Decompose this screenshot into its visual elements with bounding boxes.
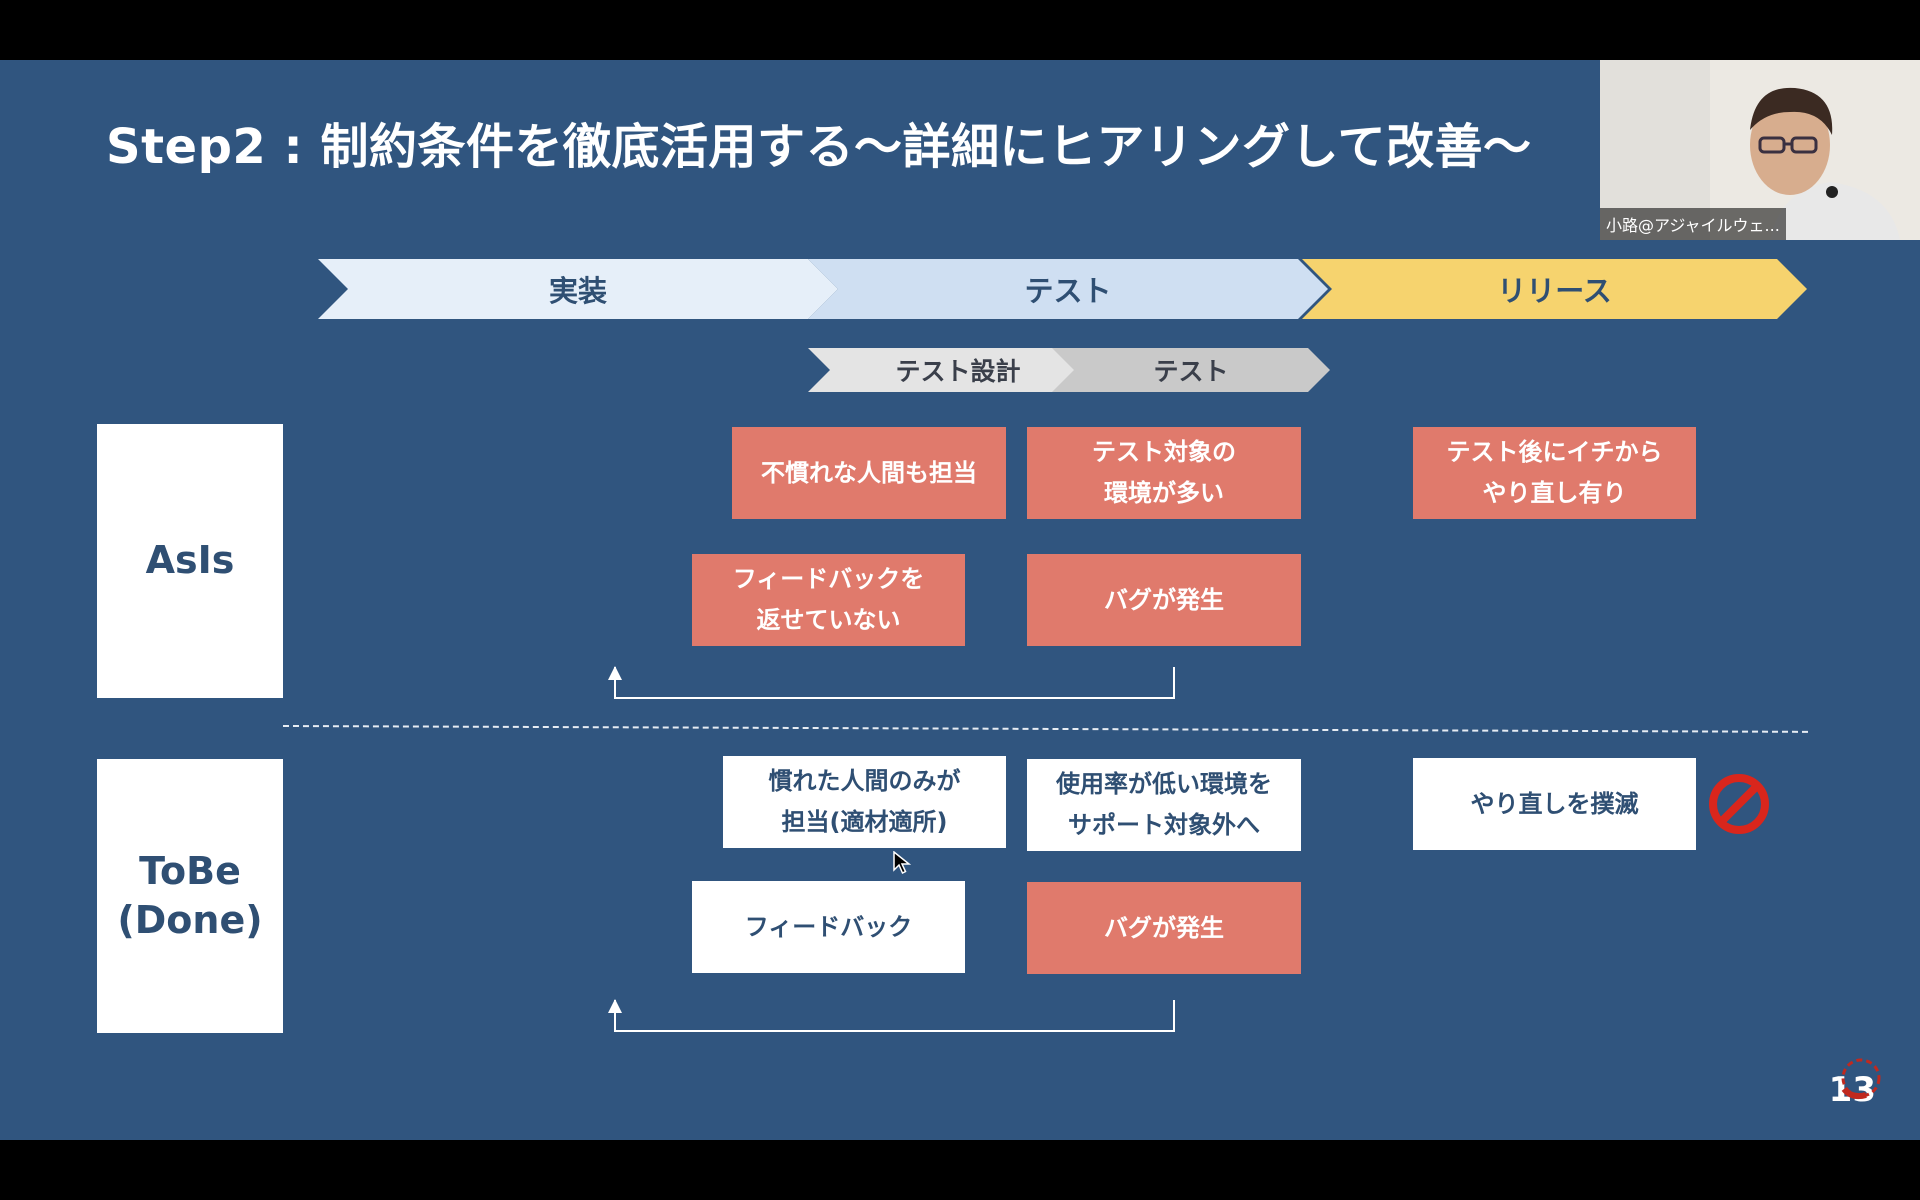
- tobe-box-eliminate-redo: やり直しを撲滅: [1413, 758, 1696, 850]
- box-text: フィードバック: [744, 912, 913, 941]
- box-text: バグが発生: [1104, 913, 1224, 942]
- box-text: テスト対象の 環境が多い: [1092, 438, 1236, 507]
- phase-test: テスト: [808, 259, 1328, 319]
- tobe-box-drop-low-usage-env: 使用率が低い環境を サポート対象外へ: [1027, 759, 1301, 851]
- phase-release: リリース: [1302, 259, 1807, 319]
- box-text: 慣れた人間のみが 担当(適材適所): [768, 767, 961, 836]
- slide-title: Step2 : 制約条件を徹底活用する〜詳細にヒアリングして改善〜: [106, 119, 1532, 175]
- subphase-label: テスト設計: [895, 357, 1021, 386]
- box-text: やり直しを撲滅: [1470, 789, 1639, 818]
- tobe-box-bug-occurs: バグが発生: [1027, 882, 1301, 974]
- box-text: テスト後にイチから やり直し有り: [1446, 438, 1663, 507]
- asis-box-redo-from-scratch: テスト後にイチから やり直し有り: [1413, 427, 1696, 519]
- asis-box-no-feedback: フィードバックを 返せていない: [692, 554, 965, 646]
- phase-label: 実装: [548, 274, 607, 308]
- subphase-label: テスト: [1153, 357, 1229, 386]
- box-text: バグが発生: [1104, 585, 1224, 614]
- box-text: 不慣れな人間も担当: [761, 458, 977, 487]
- phase-label: リリース: [1497, 274, 1612, 308]
- prohibited-icon: [1709, 774, 1769, 834]
- phase-implementation: 実装: [318, 259, 838, 319]
- tobe-feedback-arrowhead: [608, 999, 622, 1013]
- page-number: 13: [1828, 1070, 1876, 1110]
- subphase-test-design: テスト設計: [808, 348, 1078, 392]
- mouse-cursor-icon: [893, 851, 911, 875]
- tobe-feedback-loop-line: [614, 1000, 1175, 1032]
- tobe-box-skilled-staff: 慣れた人間のみが 担当(適材適所): [723, 756, 1006, 848]
- asis-label-text: AsIs: [145, 538, 235, 583]
- asis-box-unskilled-staff: 不慣れな人間も担当: [732, 427, 1006, 519]
- section-divider: [282, 725, 1808, 733]
- agileware-logo-icon: [1841, 1058, 1881, 1100]
- asis-label: AsIs: [97, 424, 283, 698]
- tobe-label: ToBe (Done): [97, 759, 283, 1033]
- tobe-box-feedback: フィードバック: [692, 881, 965, 973]
- box-text: フィードバックを 返せていない: [732, 565, 925, 634]
- presentation-slide: Step2 : 制約条件を徹底活用する〜詳細にヒアリングして改善〜 実装 テスト…: [0, 60, 1920, 1140]
- asis-feedback-arrowhead: [608, 666, 622, 680]
- box-text: 使用率が低い環境を サポート対象外へ: [1056, 770, 1272, 839]
- asis-box-many-environments: テスト対象の 環境が多い: [1027, 427, 1301, 519]
- phase-label: テスト: [1024, 274, 1112, 308]
- asis-feedback-loop-line: [614, 667, 1175, 699]
- subphase-test: テスト: [1052, 348, 1330, 392]
- tobe-label-text: ToBe (Done): [117, 848, 263, 942]
- participant-video[interactable]: 小路@アジャイルウェ...: [1600, 60, 1920, 240]
- participant-name: 小路@アジャイルウェ...: [1600, 208, 1786, 240]
- asis-box-bug-occurs: バグが発生: [1027, 554, 1301, 646]
